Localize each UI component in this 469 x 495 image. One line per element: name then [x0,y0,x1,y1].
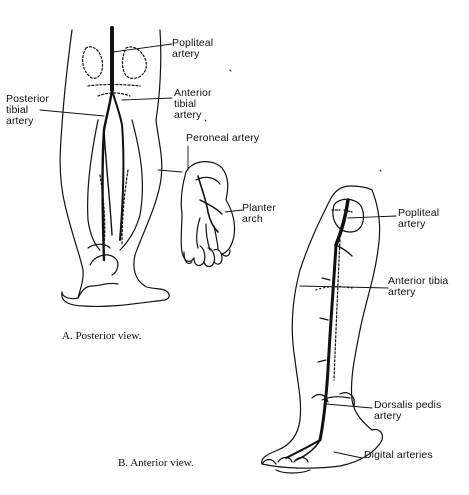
posterior-leg-outline [59,29,170,308]
label-anterior-tibia-artery: Anterior tibia artery [388,275,449,298]
label-dorsalis-pedis-artery: Dorsalis pedis artery [374,399,442,422]
caption-anterior-view: B. Anterior view. [118,457,194,469]
posterior-arteries [101,26,125,262]
caption-posterior-view: A. Posterior view. [62,330,142,342]
label-digital-arteries: Digital arteries [364,449,433,461]
anterior-arteries [285,198,353,461]
label-anterior-tibial-artery: Anterior tibial artery [174,87,212,121]
label-plantar-arch: Planter arch [242,202,276,225]
label-peroneal-artery: Peroneal artery [186,132,260,144]
plantar-foot [180,161,236,268]
label-popliteal-artery-posterior: Popliteal artery [172,37,214,60]
label-popliteal-artery-anterior: Popliteal artery [398,207,440,230]
label-posterior-tibial-artery: Posterior tibial artery [6,93,49,127]
